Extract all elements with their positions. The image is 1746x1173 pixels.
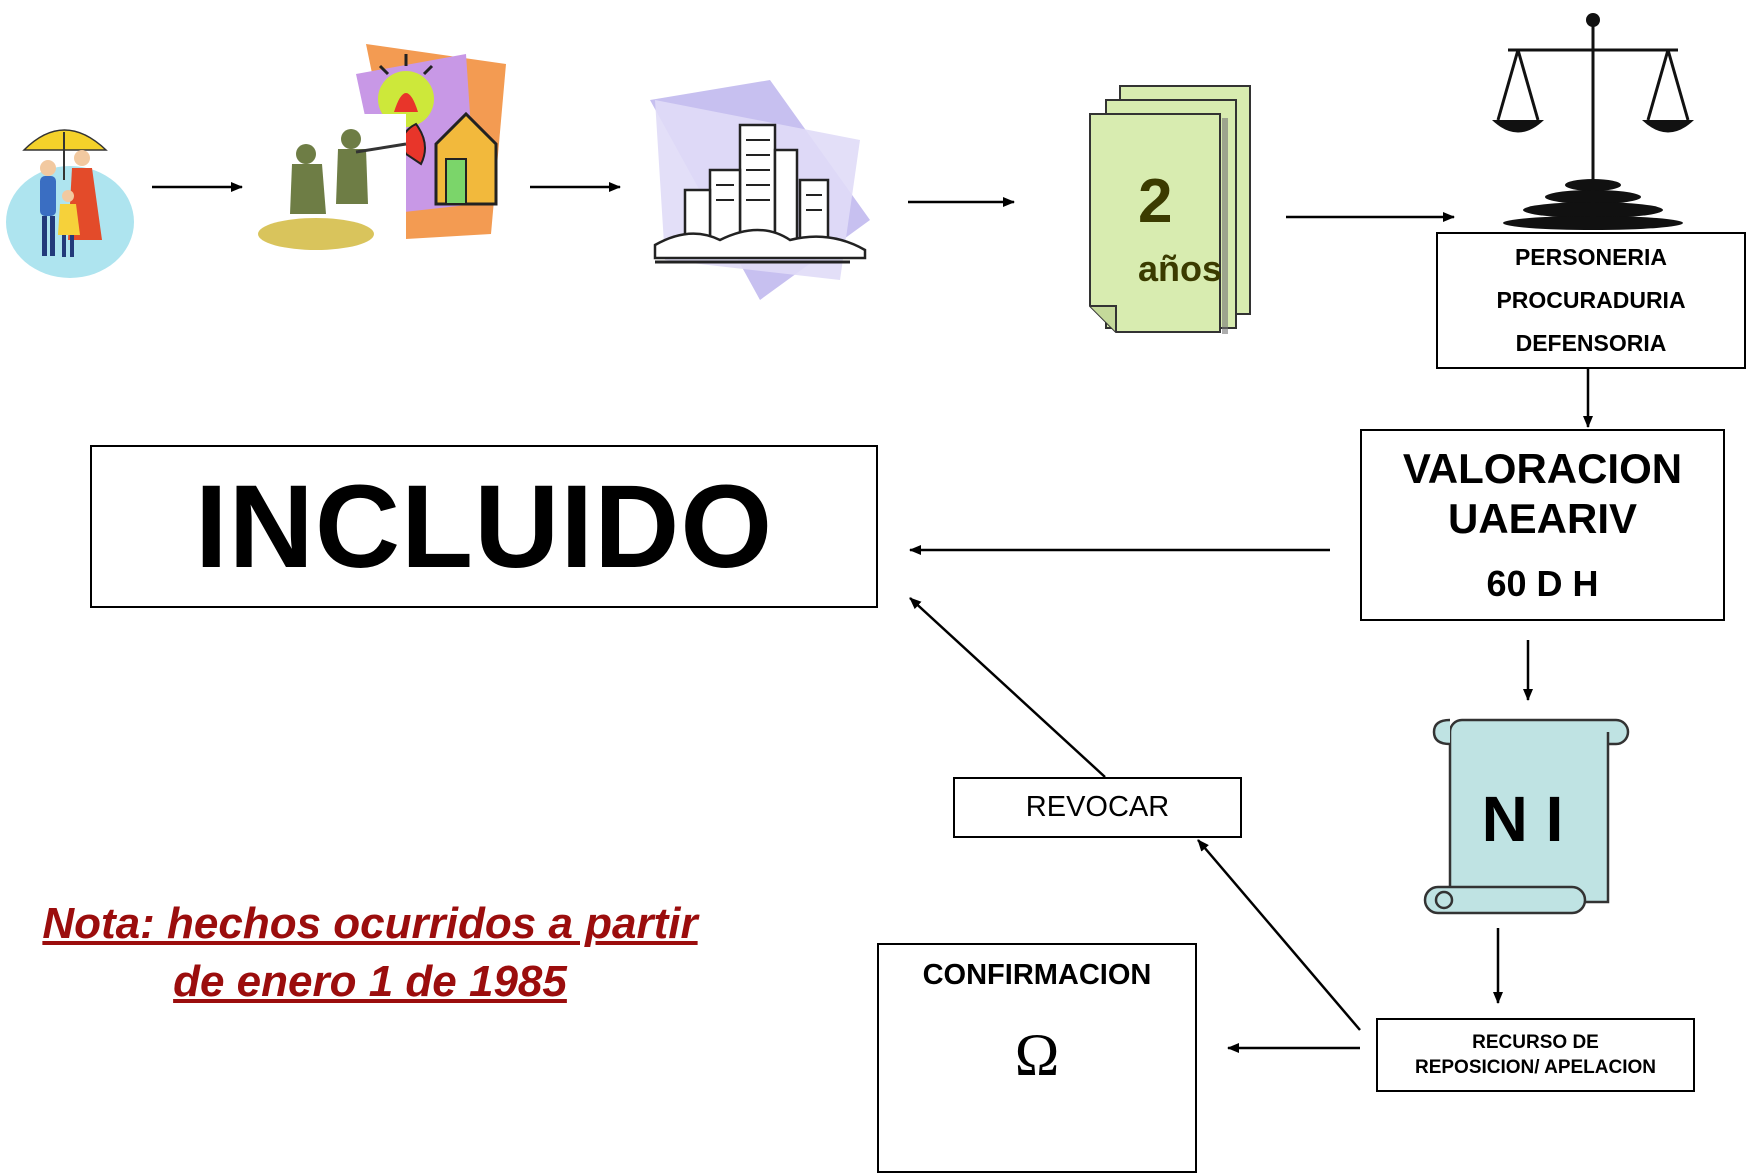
city-buildings-icon (650, 80, 870, 300)
entity-defensoria: DEFENSORIA (1515, 330, 1667, 356)
recurso-line1: RECURSO DE (1472, 1032, 1599, 1053)
valoracion-box: VALORACION UAEARIV 60 D H (1360, 429, 1725, 621)
scroll-label: N I (1481, 783, 1564, 855)
valoracion-term: 60 D H (1486, 563, 1599, 604)
recurso-box: RECURSO DE REPOSICION/ APELACION (1376, 1018, 1695, 1092)
date-note: Nota: hechos ocurridos a partir de enero… (0, 895, 740, 1011)
incluido-box: INCLUIDO (90, 445, 878, 608)
document-pages-icon (1089, 85, 1251, 334)
revocar-label: REVOCAR (1025, 791, 1170, 823)
arrow-recurso-to-revocar (1197, 839, 1361, 1031)
entity-procuraduria: PROCURADURIA (1496, 287, 1686, 313)
documents-unit: años (1138, 248, 1223, 289)
documents-stack: 2 años (1086, 78, 1286, 336)
incluido-label: INCLUIDO (194, 460, 774, 593)
note-line1: Nota: hechos ocurridos a partir (42, 899, 698, 948)
family-umbrella-icon (2, 110, 137, 280)
confirmacion-box: CONFIRMACION Ω (877, 943, 1197, 1173)
armed-conflict-soldiers-icon (256, 34, 516, 259)
justice-entities-box: PERSONERIA PROCURADURIA DEFENSORIA (1436, 232, 1746, 369)
scales-of-justice-icon (1488, 5, 1698, 230)
valoracion-agency: UAEARIV (1447, 495, 1638, 542)
note-line2: de enero 1 de 1985 (173, 957, 567, 1006)
confirmacion-symbol: Ω (1014, 1022, 1060, 1088)
recurso-line2: REPOSICION/ APELACION (1414, 1057, 1657, 1078)
scroll-icon: N I (1420, 712, 1640, 917)
valoracion-title: VALORACION (1402, 445, 1683, 492)
entity-personeria: PERSONERIA (1514, 244, 1668, 270)
arrow-revocar-to-incluido (909, 597, 1106, 778)
revocar-box: REVOCAR (953, 777, 1242, 838)
documents-number: 2 (1138, 167, 1173, 236)
confirmacion-title: CONFIRMACION (922, 959, 1152, 991)
